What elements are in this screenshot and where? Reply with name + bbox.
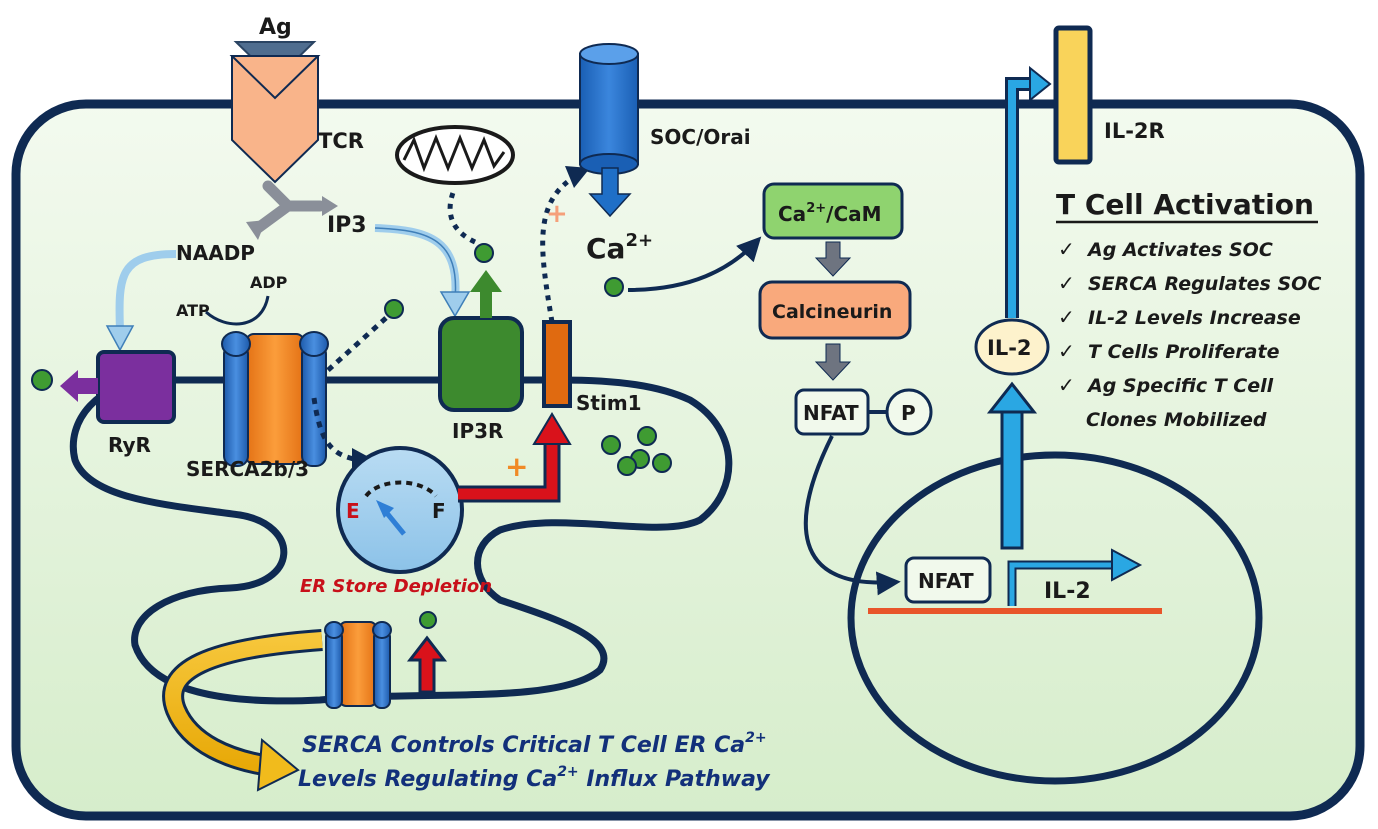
ip3r-channel [438, 316, 524, 412]
er-store-gauge [336, 446, 464, 574]
soc-label: SOC/Orai [650, 125, 751, 149]
checklist-item-4-line-0: Ag Specific T Cell [1086, 375, 1274, 397]
gauge-scale [364, 480, 438, 498]
er-depletion-label: ER Store Depletion [300, 576, 492, 597]
plus-sign-stim: + [546, 199, 568, 229]
checklist-item-3-line-0: T Cells Proliferate [1088, 341, 1280, 363]
ca-dot-lower [419, 611, 437, 629]
nfat-nuc-label: NFAT [918, 569, 974, 593]
checklist-item-2-line-0: IL-2 Levels Increase [1088, 307, 1301, 329]
gauge-needle-tip [376, 500, 394, 518]
naadp-to-ryr-arrow [115, 250, 177, 331]
tcr-split-head-naadp [246, 220, 266, 240]
il2-transcription-head [1111, 548, 1143, 582]
soc-influx-arrow [588, 167, 632, 218]
tcr-split-head-ip3 [322, 196, 338, 216]
il2-secretion-fill [1008, 80, 1036, 318]
ca-uptake-dotted [324, 316, 388, 374]
ryr-channel [96, 350, 176, 424]
caption-curved-head [256, 737, 300, 792]
cam-box [762, 182, 904, 240]
caption-curved-fill [165, 632, 323, 774]
atp-label: ATP [176, 301, 210, 320]
ip3r-release-arrow [470, 270, 502, 318]
naadp-arrowhead [105, 325, 135, 352]
phosphate-label: P [901, 401, 916, 425]
caption-line1: SERCA Controls Critical T Cell ER Ca2+ [302, 730, 767, 758]
panel-checklist: ✓ Ag Activates SOC ✓ SERCA Regulates SOC ✓ IL… [1058, 237, 1321, 431]
ca-dot-cyto-serca [384, 299, 404, 319]
ca-to-cam-arrow [627, 236, 762, 292]
il2-vesicle [974, 318, 1050, 376]
ca-dot-ip3r [474, 243, 494, 263]
lower-red-arrow [406, 635, 448, 694]
il2-gene-label: IL-2 [1044, 579, 1091, 604]
checkmark-icon: ✓ [1058, 271, 1075, 295]
tcr-label: TCR [318, 129, 364, 153]
plus-sign-gauge: + [505, 450, 528, 483]
calcineurin-label: Calcineurin [772, 301, 892, 323]
il2r-label: IL-2R [1104, 119, 1165, 143]
ca-dot-ryr [31, 369, 53, 391]
mitochondrion [395, 125, 515, 185]
depletion-to-stim1-fill [458, 440, 558, 500]
il2r-receptor [1053, 25, 1093, 165]
checklist-item-0-line-0: Ag Activates SOC [1086, 239, 1273, 261]
er-ca-stores [601, 426, 672, 476]
stim1-label: Stim1 [576, 391, 642, 415]
panel-title: T Cell Activation [1056, 188, 1314, 221]
stim1-soc-head [565, 166, 590, 188]
tcr-notch [229, 55, 321, 100]
gauge-full: F [432, 499, 446, 523]
stim1-arrowhead [532, 412, 572, 445]
ryr-efflux-arrow [60, 370, 98, 402]
checklist-item-1-line-0: SERCA Regulates SOC [1088, 273, 1321, 295]
er-membrane [69, 376, 733, 705]
calcineurin-box [758, 280, 912, 340]
ca-label: Ca2+ [586, 230, 653, 265]
gauge-empty: E [346, 499, 360, 523]
ip3-to-ip3r-arrow-outline [374, 227, 457, 301]
calcineurin-to-nfat-arrow [814, 343, 852, 381]
cam-label: Ca2+/CaM [778, 201, 882, 226]
ip3-arrowhead [439, 291, 471, 318]
nucleus [847, 451, 1263, 785]
atp-adp-curve [204, 295, 270, 326]
adp-label: ADP [250, 273, 288, 292]
checklist-item-4-line-1: Clones Mobilized [1086, 409, 1267, 431]
stim1-to-soc-dotted [540, 172, 580, 323]
checkmark-icon: ✓ [1058, 305, 1075, 329]
checkmark-icon: ✓ [1058, 373, 1075, 397]
serca-pump [221, 331, 329, 467]
ip3-label: IP3 [327, 213, 367, 238]
serca-label: SERCA2b/3 [186, 457, 309, 481]
nfat-nuc-box [904, 556, 992, 604]
stim1-sensor [542, 320, 572, 408]
ag-label: Ag [259, 15, 292, 40]
checkmark-icon: ✓ [1058, 339, 1075, 363]
il2-secretion-head [1029, 65, 1052, 103]
phosphate [885, 388, 933, 436]
ca-dot-influx [604, 277, 624, 297]
checkmark-icon: ✓ [1058, 237, 1075, 261]
ryr-label: RyR [108, 433, 151, 457]
il2-export-shaft [1000, 408, 1024, 550]
il2-vesicle-label: IL-2 [987, 336, 1032, 360]
caption-line2: Levels Regulating Ca2+ Influx Pathway [298, 764, 771, 792]
ca-to-mito-dotted [447, 189, 477, 245]
il2-transcription-fill [1009, 562, 1118, 606]
il2-export-head [986, 381, 1038, 414]
serca-to-gauge-dotted [311, 397, 361, 463]
soc-orai-channel [579, 43, 639, 175]
ip3r-label: IP3R [452, 419, 503, 443]
nfat-cyto-label: NFAT [803, 401, 859, 425]
naadp-label: NAADP [176, 241, 255, 265]
cam-to-calcineurin-arrow [814, 241, 852, 277]
serca-pump-lower [324, 621, 392, 709]
gauge-needle [384, 510, 406, 536]
nfat-translocation-arrow [803, 435, 901, 596]
